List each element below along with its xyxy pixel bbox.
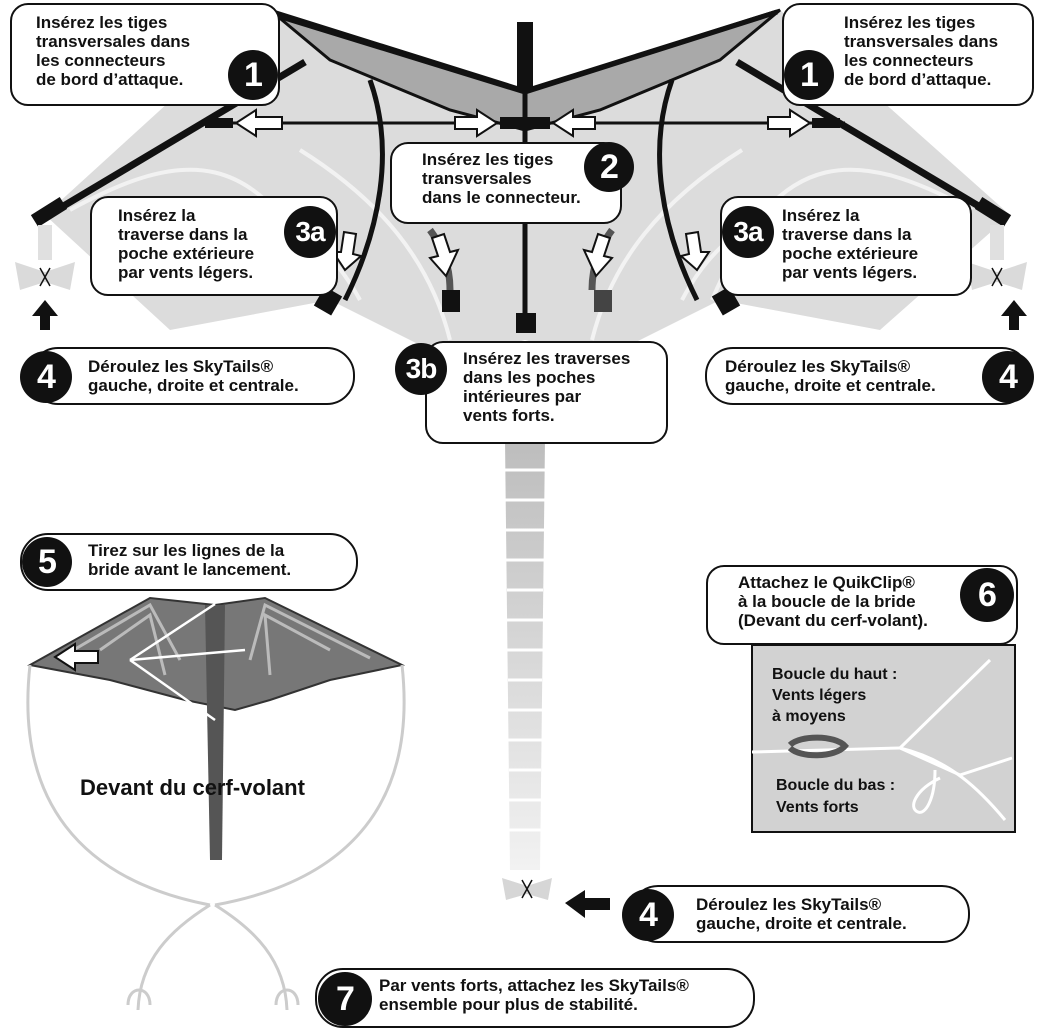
step-1-left-callout: Insérez les tiges transversales dans les… bbox=[10, 3, 280, 106]
step-3b-callout: Insérez les traverses dans les poches in… bbox=[425, 341, 668, 444]
bottom-loop-label: Boucle du bas : Vents forts bbox=[776, 777, 896, 816]
step-2-callout: Insérez les tiges transversales dans le … bbox=[390, 142, 622, 224]
step-5-text: Tirez sur les lignes de la bride avant l… bbox=[88, 541, 292, 579]
bridle-loop-detail-panel bbox=[751, 644, 1016, 833]
step-5-number: 5 bbox=[22, 537, 72, 587]
step-3a-right-number: 3a bbox=[722, 206, 774, 258]
step-4-left-text: Déroulez les SkyTails® gauche, droite et… bbox=[88, 357, 299, 395]
step-4-bottom-callout: Déroulez les SkyTails® gauche, droite et… bbox=[630, 885, 970, 943]
step-2-text: Insérez les tiges transversales dans le … bbox=[422, 150, 581, 207]
step-3a-left-number: 3a bbox=[284, 206, 336, 258]
side-tail-ties bbox=[15, 225, 1027, 330]
step-7-text: Par vents forts, attachez les SkyTails® … bbox=[379, 976, 689, 1014]
step-3b-number: 3b bbox=[395, 343, 447, 395]
step-1-left-number: 1 bbox=[228, 50, 278, 100]
step-3a-right-text: Insérez la traverse dans la poche extéri… bbox=[782, 206, 919, 282]
step-7-number: 7 bbox=[318, 972, 372, 1026]
step-1-right-text: Insérez les tiges transversales dans les… bbox=[844, 13, 999, 89]
front-kite-illustration bbox=[26, 596, 406, 1011]
front-of-kite-label: Devant du cerf-volant bbox=[80, 775, 305, 800]
step-4-left-number: 4 bbox=[20, 351, 72, 403]
step-5-callout: Tirez sur les lignes de la bride avant l… bbox=[20, 533, 358, 591]
step-4-right-text: Déroulez les SkyTails® gauche, droite et… bbox=[725, 357, 936, 395]
step-4-right-number: 4 bbox=[982, 351, 1034, 403]
step-1-right-number: 1 bbox=[784, 50, 834, 100]
step-4-bottom-number: 4 bbox=[622, 889, 674, 941]
step-4-bottom-text: Déroulez les SkyTails® gauche, droite et… bbox=[696, 895, 907, 933]
center-tail bbox=[502, 440, 610, 918]
step-1-left-text: Insérez les tiges transversales dans les… bbox=[36, 13, 191, 89]
step-3a-left-callout: Insérez la traverse dans la poche extéri… bbox=[90, 196, 338, 296]
step-3a-left-text: Insérez la traverse dans la poche extéri… bbox=[118, 206, 255, 282]
step-6-number: 6 bbox=[960, 568, 1014, 622]
step-2-number: 2 bbox=[584, 142, 634, 192]
step-4-right-callout: Déroulez les SkyTails® gauche, droite et… bbox=[705, 347, 1030, 405]
step-7-callout: Par vents forts, attachez les SkyTails® … bbox=[315, 968, 755, 1028]
step-4-left-callout: Déroulez les SkyTails® gauche, droite et… bbox=[30, 347, 355, 405]
top-loop-label: Boucle du haut : Vents légers à moyens bbox=[772, 666, 898, 725]
step-6-text: Attachez le QuikClip® à la boucle de la … bbox=[738, 573, 928, 630]
step-3b-text: Insérez les traverses dans les poches in… bbox=[463, 349, 631, 425]
